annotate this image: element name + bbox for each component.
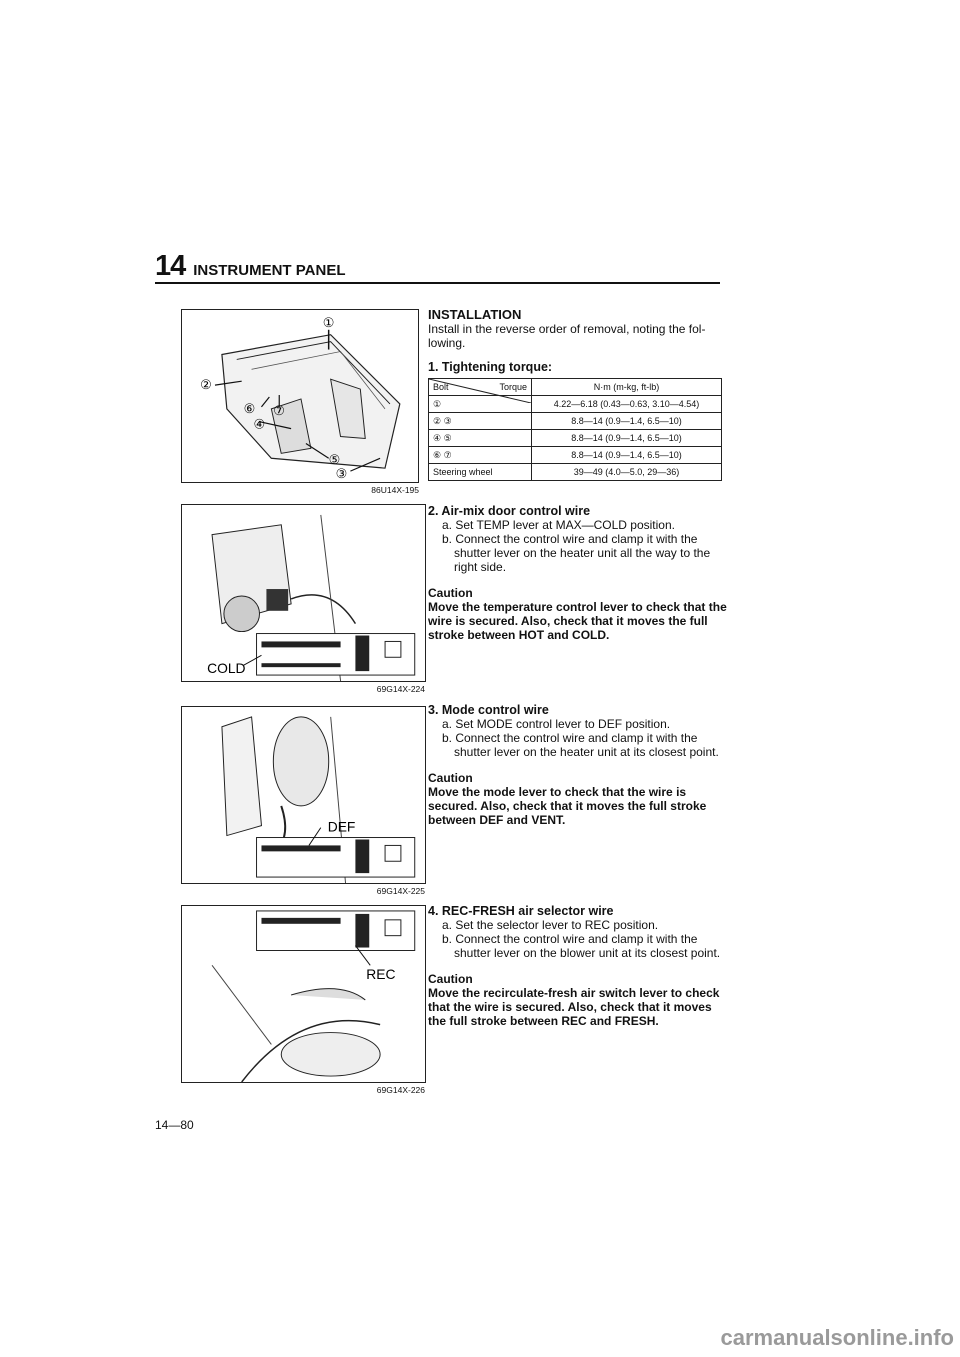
rec-fresh-illustration: REC xyxy=(211,910,416,1082)
bolt-cell: ⑥ ⑦ xyxy=(428,446,532,464)
step3-title: 3. Mode control wire xyxy=(428,703,549,717)
callout-1: ① xyxy=(323,315,335,330)
step1-title: 1. Tightening torque: xyxy=(428,360,553,374)
section-number: 14 xyxy=(155,250,186,282)
bolt-cell: ② ③ xyxy=(428,412,532,430)
torque-cell: 8.8—14 (0.9—1.4, 6.5—10) xyxy=(531,446,722,464)
bolt-cell: Steering wheel xyxy=(428,463,532,481)
step3-a: a. Set MODE control lever to DEF positio… xyxy=(442,717,671,731)
cold-label: COLD xyxy=(207,660,245,676)
table-row: Steering wheel 39—49 (4.0—5.0, 29—36) xyxy=(428,463,722,481)
torque-cell: 39—49 (4.0—5.0, 29—36) xyxy=(531,463,722,481)
air-mix-illustration: COLD xyxy=(207,514,416,681)
page-number: 14—80 xyxy=(155,1118,194,1132)
step4-caution-body: Move the recirculate-fresh air switch le… xyxy=(428,986,720,1028)
figure-air-mix: COLD xyxy=(181,504,426,682)
mode-illustration: DEF xyxy=(221,716,416,883)
torque-table: Torque Bolt N·m (m-kg, ft-lb) ① 4.22—6.1… xyxy=(428,378,722,481)
installation-heading: INSTALLATION xyxy=(428,307,522,322)
torque-cell: 8.8—14 (0.9—1.4, 6.5—10) xyxy=(531,429,722,447)
table-row: ② ③ 8.8—14 (0.9—1.4, 6.5—10) xyxy=(428,412,722,430)
figure-instrument-panel: ① ② ③ ④ ⑤ ⑥ ⑦ xyxy=(181,309,419,483)
figure-code-3: 69G14X-225 xyxy=(376,886,425,896)
step2-title: 2. Air-mix door control wire xyxy=(428,504,591,518)
step2-b: b. Connect the control wire and clamp it… xyxy=(442,532,711,574)
bolt-cell: ④ ⑤ xyxy=(428,429,532,447)
installation-intro: Install in the reverse order of removal,… xyxy=(428,322,706,350)
step3-b: b. Connect the control wire and clamp it… xyxy=(442,731,719,759)
header-value: N·m (m-kg, ft-lb) xyxy=(531,378,722,396)
callout-2: ② xyxy=(200,377,212,392)
section-title: INSTRUMENT PANEL xyxy=(193,262,346,279)
step3-section: 3. Mode control wire a. Set MODE control… xyxy=(428,703,728,827)
instrument-panel-illustration: ① ② ③ ④ ⑤ ⑥ ⑦ xyxy=(200,315,401,481)
step4-section: 4. REC-FRESH air selector wire a. Set th… xyxy=(428,904,728,1028)
callout-7: ⑦ xyxy=(273,403,285,418)
figure-mode: DEF xyxy=(181,706,426,884)
figure-code-2: 69G14X-224 xyxy=(376,684,425,694)
def-label: DEF xyxy=(328,819,356,835)
figure-code-1: 86U14X-195 xyxy=(371,485,419,495)
installation-section: INSTALLATION Install in the reverse orde… xyxy=(428,308,728,481)
header-rule xyxy=(155,282,720,284)
figure-rec-fresh: REC xyxy=(181,905,426,1083)
table-row: ⑥ ⑦ 8.8—14 (0.9—1.4, 6.5—10) xyxy=(428,446,722,464)
torque-cell: 8.8—14 (0.9—1.4, 6.5—10) xyxy=(531,412,722,430)
torque-cell: 4.22—6.18 (0.43—0.63, 3.10—4.54) xyxy=(531,395,722,413)
step4-a: a. Set the selector lever to REC positio… xyxy=(442,918,659,932)
table-row: ④ ⑤ 8.8—14 (0.9—1.4, 6.5—10) xyxy=(428,429,722,447)
rec-label: REC xyxy=(366,966,395,982)
step3-caution-body: Move the mode lever to check that the wi… xyxy=(428,785,707,827)
callout-3: ③ xyxy=(336,466,348,481)
step4-caution-title: Caution xyxy=(428,972,473,986)
watermark: carmanualsonline.info xyxy=(720,1325,955,1350)
callout-5: ⑤ xyxy=(329,452,341,467)
step2-a: a. Set TEMP lever at MAX—COLD position. xyxy=(442,518,675,532)
step2-caution-title: Caution xyxy=(428,586,473,600)
callout-6: ⑥ xyxy=(244,401,256,416)
page-header: 14 INSTRUMENT PANEL xyxy=(155,250,346,283)
step3-caution-title: Caution xyxy=(428,771,473,785)
step2-caution-body: Move the temperature control lever to ch… xyxy=(428,600,727,642)
header-torque: Torque xyxy=(499,382,527,392)
torque-header-cell: Torque Bolt xyxy=(428,378,532,403)
figure-code-4: 69G14X-226 xyxy=(376,1085,425,1095)
step2-section: 2. Air-mix door control wire a. Set TEMP… xyxy=(428,504,728,642)
step4-title: 4. REC-FRESH air selector wire xyxy=(428,904,614,918)
step4-b: b. Connect the control wire and clamp it… xyxy=(442,932,721,960)
header-bolt: Bolt xyxy=(433,382,449,392)
callout-4: ④ xyxy=(254,417,266,432)
